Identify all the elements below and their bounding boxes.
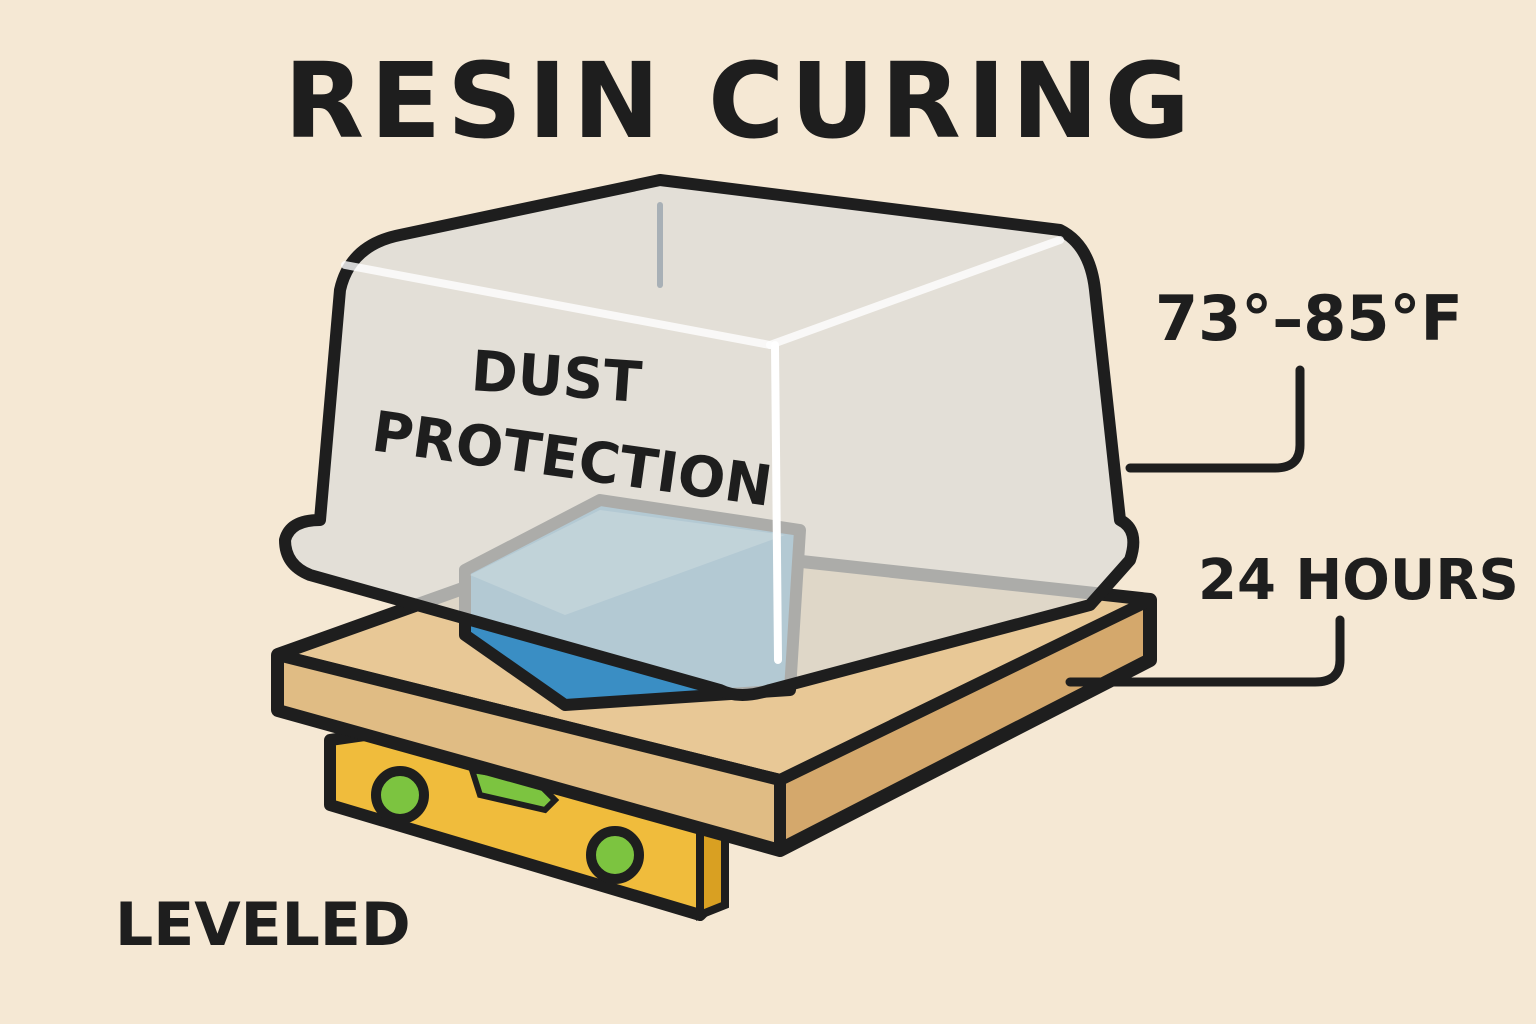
dust-cover-icon: DUST PROTECTION — [279, 174, 1140, 701]
temperature-label: 73°–85°F — [1155, 282, 1463, 355]
time-callout-line — [1065, 615, 1345, 687]
temperature-callout-line — [1125, 365, 1305, 473]
spirit-level-icon — [324, 714, 729, 921]
dust-label-line1: DUST — [469, 339, 644, 416]
leveled-label: LEVELED — [115, 890, 411, 960]
cure-time-label: 24 HOURS — [1198, 548, 1519, 613]
page-title: RESIN CURING — [284, 40, 1196, 162]
